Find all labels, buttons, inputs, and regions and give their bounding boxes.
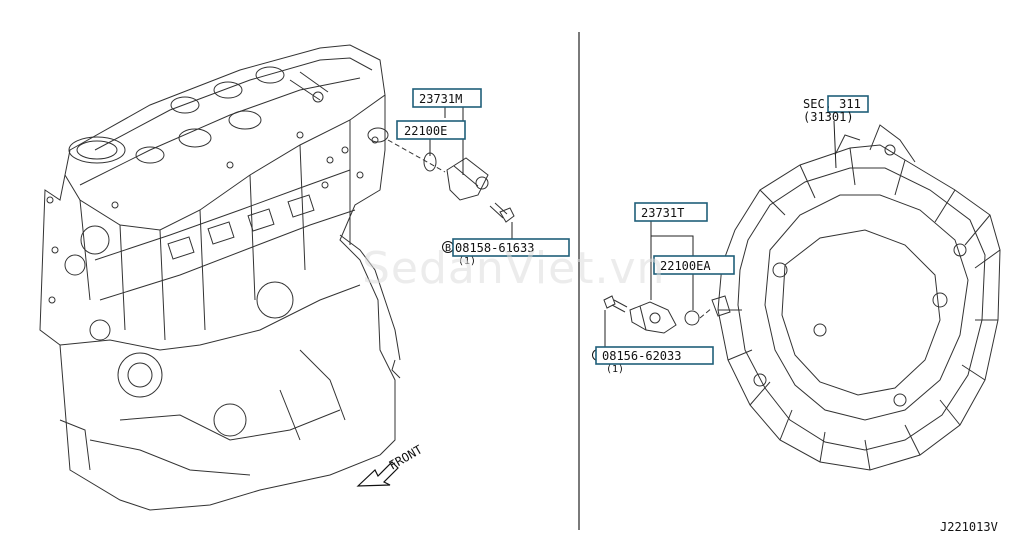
label-08156-62033: 08156-62033 xyxy=(602,349,681,363)
bolt-right xyxy=(603,295,628,313)
transmission-housing-illustration xyxy=(711,124,1001,471)
install-axis-right xyxy=(699,307,713,319)
leaders-left xyxy=(429,107,513,239)
oring-right xyxy=(684,310,700,326)
install-axis-left xyxy=(387,139,446,173)
label-23731m: 23731M xyxy=(419,92,462,106)
sec-sub-label: (31301) xyxy=(803,110,854,124)
watermark: SedanViet.vn xyxy=(362,243,665,294)
front-arrow: FRONT xyxy=(356,442,425,487)
crank-sensor-right xyxy=(629,301,677,334)
label-22100e: 22100E xyxy=(404,124,447,138)
label-23731t: 23731T xyxy=(641,206,684,220)
label-22100ea: 22100EA xyxy=(660,259,711,273)
leader-sec xyxy=(833,120,837,169)
qty-right: (1) xyxy=(606,364,624,375)
sec-label: SEC. 311 xyxy=(803,97,861,111)
qty-left: (1) xyxy=(458,256,476,267)
cam-sensor-left xyxy=(446,157,489,201)
bolt-symbol-left: B xyxy=(445,243,451,254)
sec-box xyxy=(827,95,869,113)
leaders-right xyxy=(604,220,694,347)
front-label: FRONT xyxy=(387,442,425,472)
label-08158-61633: 08158-61633 xyxy=(455,241,534,255)
figure-id: J221013V xyxy=(940,520,998,534)
engine-illustration xyxy=(39,44,401,511)
bolt-left xyxy=(489,202,515,223)
